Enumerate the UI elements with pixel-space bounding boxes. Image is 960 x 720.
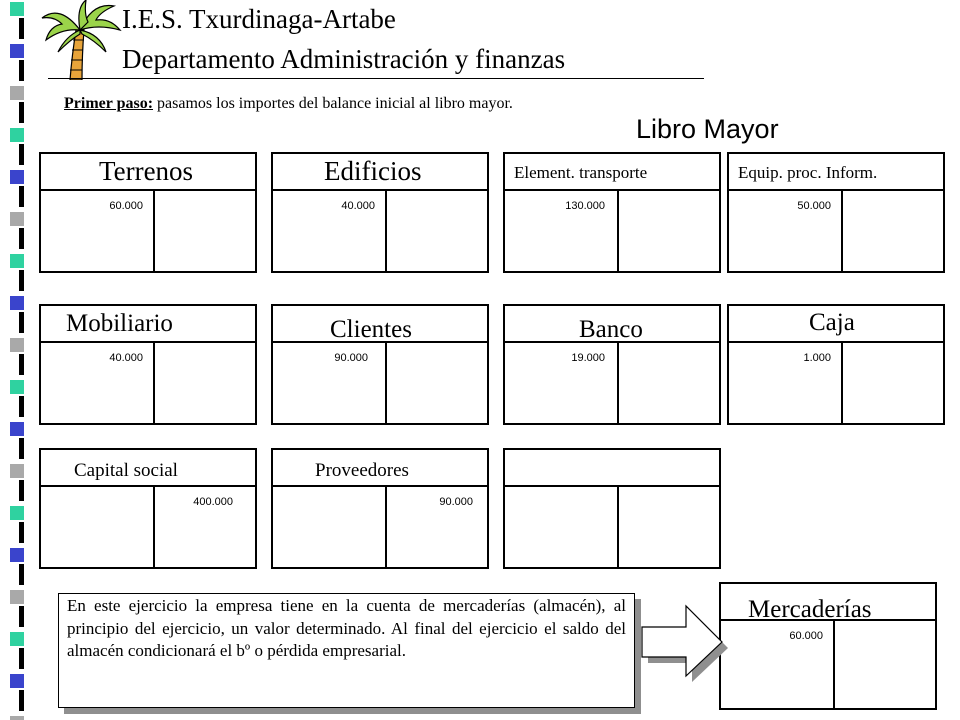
t-account-capital-social: Capital social 400.000 bbox=[39, 448, 257, 569]
account-name: Banco bbox=[505, 306, 719, 343]
account-debit: 60.000 bbox=[109, 200, 143, 212]
t-account-edificios: Edificios 40.000 bbox=[271, 152, 489, 273]
t-account-equip-proc-inform: Equip. proc. Inform. 50.000 bbox=[727, 152, 945, 273]
account-name: Mercaderías bbox=[721, 584, 935, 621]
t-account-proveedores: Proveedores 90.000 bbox=[271, 448, 489, 569]
account-credit: 400.000 bbox=[193, 496, 233, 508]
stripe-bar bbox=[19, 690, 24, 711]
stripe-bar bbox=[19, 270, 24, 291]
intro-label: Primer paso: bbox=[64, 95, 154, 112]
account-divider bbox=[617, 487, 619, 567]
stripe-square bbox=[10, 464, 24, 478]
account-debit: 1.000 bbox=[803, 352, 831, 364]
stripe-square bbox=[10, 548, 24, 562]
t-account-terrenos: Terrenos 60.000 bbox=[39, 152, 257, 273]
account-debit: 60.000 bbox=[789, 630, 823, 642]
account-divider bbox=[833, 621, 835, 708]
stripe-bar bbox=[19, 648, 24, 669]
stripe-bar bbox=[19, 438, 24, 459]
account-debit: 19.000 bbox=[571, 352, 605, 364]
stripe-square bbox=[10, 296, 24, 310]
account-name: Edificios bbox=[273, 154, 487, 191]
intro-body: pasamos los importes del balance inicial… bbox=[153, 95, 513, 112]
header-divider bbox=[48, 78, 704, 79]
account-name: Proveedores bbox=[273, 450, 487, 487]
account-name: Terrenos bbox=[41, 154, 255, 191]
stripe-square bbox=[10, 2, 24, 16]
stripe-square bbox=[10, 506, 24, 520]
stripe-bar bbox=[19, 480, 24, 501]
account-divider bbox=[153, 343, 155, 423]
account-name: Element. transporte bbox=[505, 154, 719, 191]
stripe-square bbox=[10, 590, 24, 604]
account-name: Caja bbox=[729, 306, 943, 343]
stripe-square bbox=[10, 422, 24, 436]
explanation-note: En este ejercicio la empresa tiene en la… bbox=[58, 593, 635, 708]
stripe-bar bbox=[19, 186, 24, 207]
t-account-element-transporte: Element. transporte 130.000 bbox=[503, 152, 721, 273]
account-debit: 40.000 bbox=[341, 200, 375, 212]
stripe-bar bbox=[19, 102, 24, 123]
stripe-bar bbox=[19, 312, 24, 333]
account-divider bbox=[385, 487, 387, 567]
stripe-square bbox=[10, 212, 24, 226]
stripe-square bbox=[10, 254, 24, 268]
stripe-bar bbox=[19, 228, 24, 249]
palm-tree-icon bbox=[41, 0, 122, 80]
account-name: Clientes bbox=[273, 306, 487, 343]
stripe-square bbox=[10, 44, 24, 58]
stripe-square bbox=[10, 632, 24, 646]
account-divider bbox=[385, 191, 387, 271]
stripe-bar bbox=[19, 18, 24, 39]
stripe-square bbox=[10, 128, 24, 142]
stripe-bar bbox=[19, 144, 24, 165]
account-name bbox=[505, 450, 719, 487]
account-debit: 40.000 bbox=[109, 352, 143, 364]
intro-text: Primer paso: pasamos los importes del ba… bbox=[64, 95, 513, 113]
stripe-square bbox=[10, 380, 24, 394]
stripe-bar bbox=[19, 606, 24, 627]
stripe-square bbox=[10, 86, 24, 100]
account-debit: 50.000 bbox=[797, 200, 831, 212]
stripe-bar bbox=[19, 564, 24, 585]
account-debit: 130.000 bbox=[565, 200, 605, 212]
account-divider bbox=[841, 191, 843, 271]
stripe-square bbox=[10, 338, 24, 352]
t-account-empty bbox=[503, 448, 721, 569]
account-name: Equip. proc. Inform. bbox=[729, 154, 943, 191]
account-divider bbox=[617, 191, 619, 271]
stripe-square bbox=[10, 716, 24, 720]
arrow-right-icon bbox=[641, 604, 728, 682]
t-account-clientes: Clientes 90.000 bbox=[271, 304, 489, 425]
account-debit: 90.000 bbox=[334, 352, 368, 364]
stripe-bar bbox=[19, 354, 24, 375]
stripe-bar bbox=[19, 60, 24, 81]
account-name: Capital social bbox=[41, 450, 255, 487]
t-account-banco: Banco 19.000 bbox=[503, 304, 721, 425]
account-divider bbox=[153, 191, 155, 271]
t-account-mobiliario: Mobiliario 40.000 bbox=[39, 304, 257, 425]
t-account-mercaderias: Mercaderías 60.000 bbox=[719, 582, 937, 710]
account-credit: 90.000 bbox=[439, 496, 473, 508]
t-account-caja: Caja 1.000 bbox=[727, 304, 945, 425]
account-divider bbox=[617, 343, 619, 423]
account-divider bbox=[841, 343, 843, 423]
header-department: Departamento Administración y finanzas bbox=[122, 44, 566, 74]
account-divider bbox=[153, 487, 155, 567]
stripe-bar bbox=[19, 396, 24, 417]
account-name: Mobiliario bbox=[41, 306, 255, 343]
decorative-stripe bbox=[0, 0, 34, 720]
stripe-bar bbox=[19, 522, 24, 543]
account-divider bbox=[385, 343, 387, 423]
ledger-title: Libro Mayor bbox=[636, 114, 779, 144]
stripe-square bbox=[10, 170, 24, 184]
header-school: I.E.S. Txurdinaga-Artabe bbox=[122, 4, 396, 34]
stripe-square bbox=[10, 674, 24, 688]
